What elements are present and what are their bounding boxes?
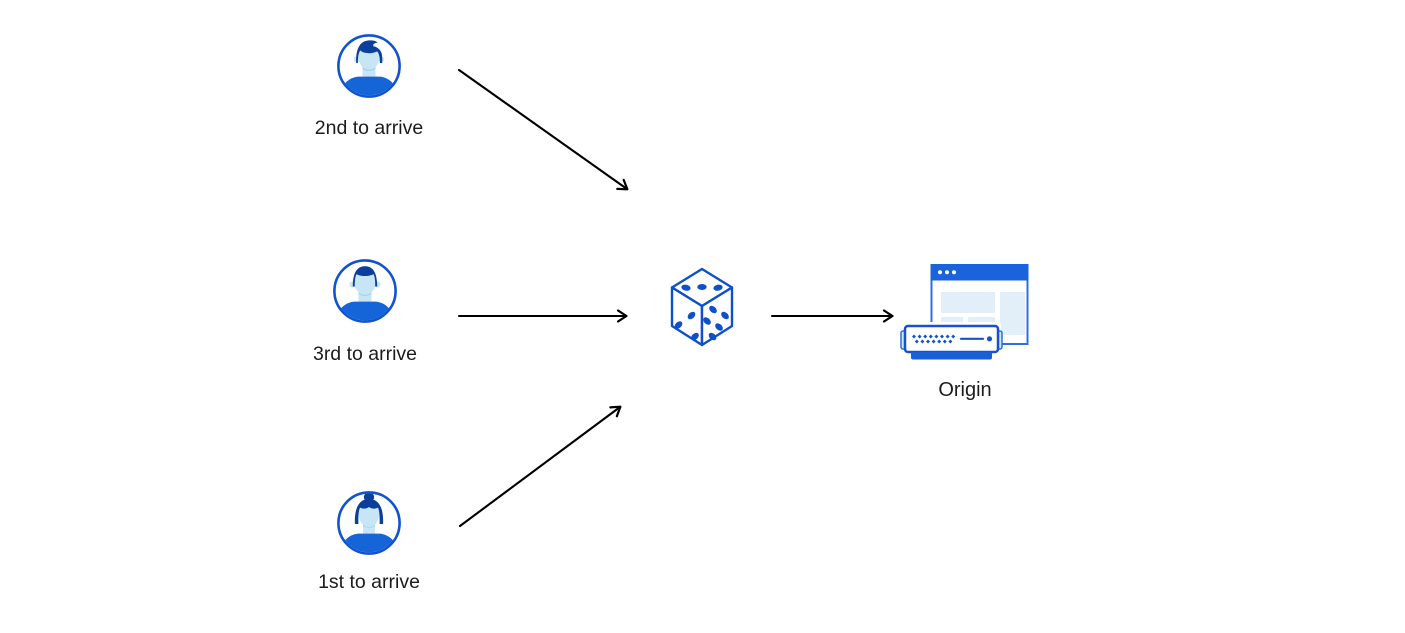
origin-label: Origin — [938, 379, 992, 401]
person-woman-bun-icon — [337, 491, 401, 555]
person-man-quiff-icon — [337, 34, 401, 98]
dice-node — [669, 267, 735, 347]
flow-arrow — [458, 405, 622, 528]
person-man-short-hair-icon — [333, 259, 397, 323]
client-node-2nd: 2nd to arrive — [269, 33, 469, 139]
dice-pips — [674, 284, 729, 341]
flow-arrow — [457, 68, 629, 191]
origin-server-browser-icon — [900, 264, 1029, 360]
client-label-3rd: 3rd to arrive — [312, 343, 418, 365]
client-node-1st: 1st to arrive — [269, 490, 469, 593]
server-icon — [900, 322, 1003, 360]
client-label-2nd: 2nd to arrive — [314, 117, 424, 139]
dice-icon — [670, 267, 734, 347]
client-label-1st: 1st to arrive — [318, 571, 420, 593]
origin-node: Origin — [865, 262, 1065, 401]
browser-dots — [938, 270, 956, 275]
client-node-3rd: 3rd to arrive — [265, 258, 465, 365]
